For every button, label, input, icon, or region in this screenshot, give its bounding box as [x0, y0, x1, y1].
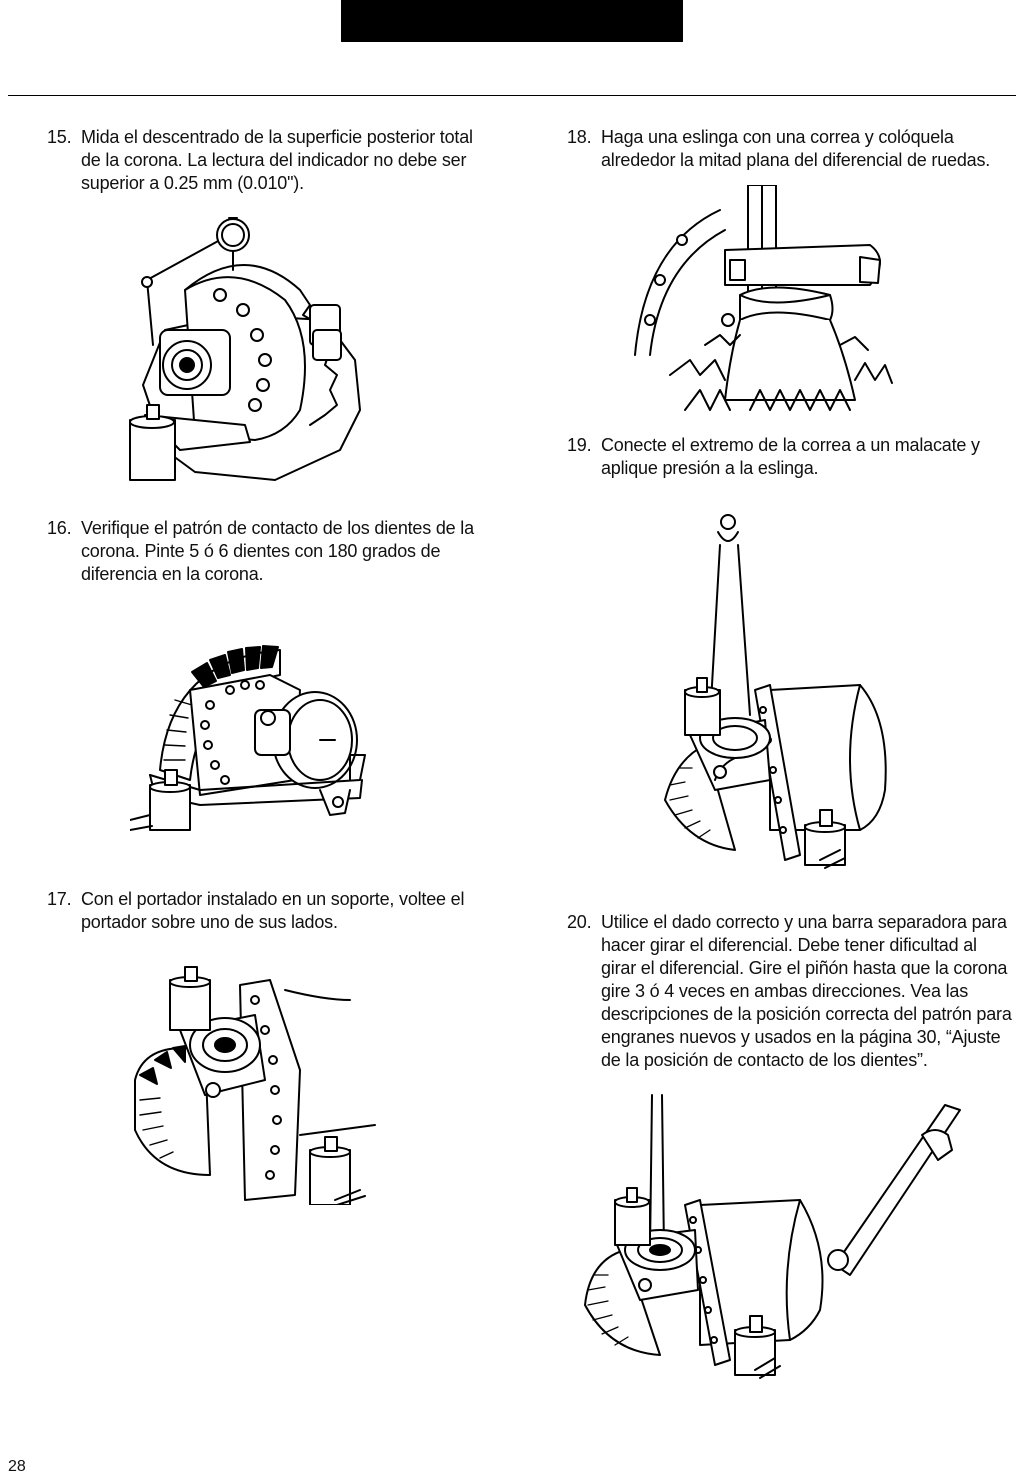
step-18: 18. Haga una eslinga con una correa y co… — [567, 126, 1007, 172]
step-number: 15. — [47, 127, 72, 147]
figure-hoist-lift — [660, 510, 900, 870]
figure-carrier-on-side — [125, 960, 380, 1205]
step-16: 16. Verifique el patrón de contacto de l… — [47, 517, 492, 586]
header-bar — [341, 0, 683, 42]
step-text: Con el portador instalado en un soporte,… — [81, 889, 465, 932]
step-text: Utilice el dado correcto y una barra sep… — [601, 912, 1012, 1070]
step-number: 16. — [47, 518, 72, 538]
step-number: 17. — [47, 889, 72, 909]
figure-runout-check — [125, 210, 390, 485]
step-text: Conecte el extremo de la correa a un mal… — [601, 435, 980, 478]
figure-sling-placement — [630, 185, 900, 415]
header-rule — [8, 95, 1016, 96]
figure-turn-differential — [580, 1090, 980, 1380]
step-number: 18. — [567, 127, 592, 147]
step-17: 17. Con el portador instalado en un sopo… — [47, 888, 492, 934]
step-19: 19. Conecte el extremo de la correa a un… — [567, 434, 1007, 480]
page-number: 28 — [8, 1458, 26, 1475]
step-number: 19. — [567, 435, 592, 455]
step-15: 15. Mida el descentrado de la superficie… — [47, 126, 492, 195]
step-text: Mida el descentrado de la superficie pos… — [81, 127, 473, 193]
step-number: 20. — [567, 912, 592, 932]
step-text: Haga una eslinga con una correa y colóqu… — [601, 127, 991, 170]
step-text: Verifique el patrón de contacto de los d… — [81, 518, 474, 584]
step-20: 20. Utilice el dado correcto y una barra… — [567, 911, 1015, 1072]
figure-contact-pattern — [130, 630, 375, 835]
